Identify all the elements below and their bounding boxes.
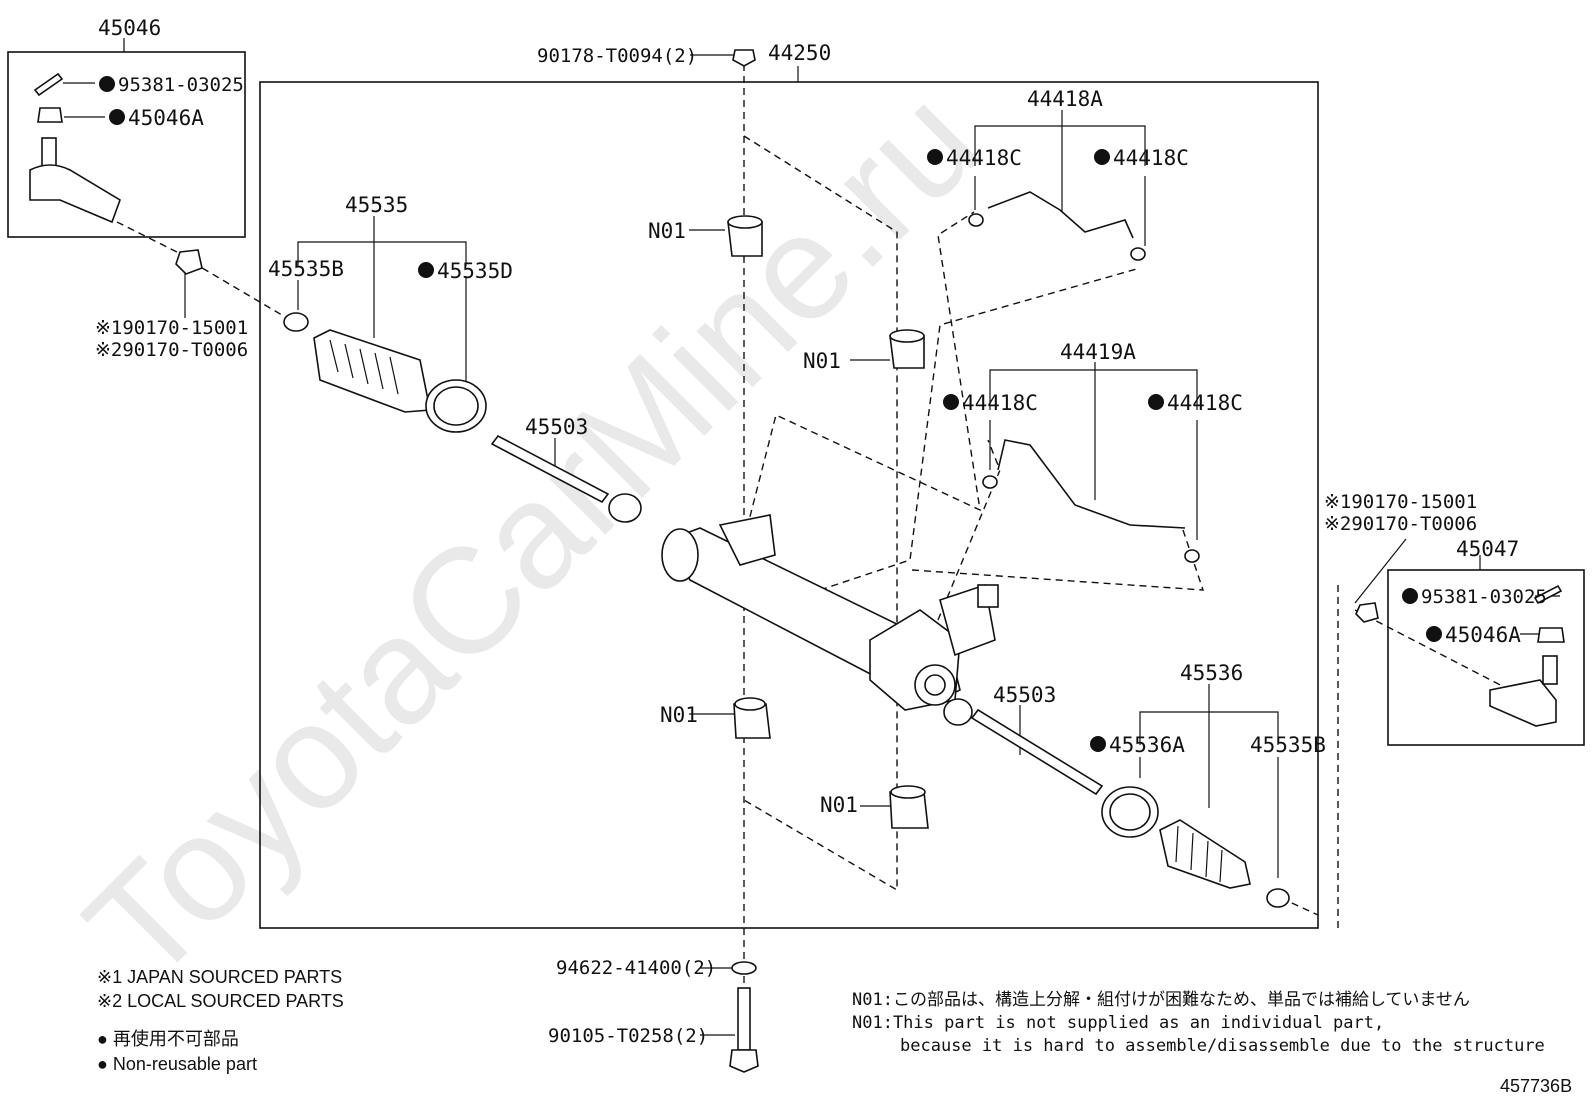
label-44418A: 44418A [1027,87,1103,111]
non-reusable-dot [927,149,943,165]
nut-right-icon [1355,602,1379,623]
label-45535D: 45535D [437,259,513,283]
nut-left-icon [175,249,203,275]
label-290170-left: ※290170-T0006 [95,339,248,361]
non-reusable-dot [943,394,959,410]
bushing-n01-a-icon [727,215,763,257]
tie-rod-45503-left-icon [490,434,642,523]
tie-rod-end-box-left [7,51,246,238]
bushing-n01-c-icon [733,697,771,739]
non-reusable-dot [1148,394,1164,410]
label-n01-a: N01 [648,219,686,243]
note-n01-en-1: N01:This part is not supplied as an indi… [852,1013,1384,1033]
label-45503-left: 45503 [525,415,588,439]
label-95381-right: 95381-03025 [1421,586,1547,608]
note-non-reusable-jp: ● 再使用不可部品 [97,1029,239,1049]
label-45046A-left: 45046A [128,106,204,130]
label-190170-right: ※190170-15001 [1324,491,1477,513]
label-45536: 45536 [1180,661,1243,685]
diagram-id: 457736B [1500,1076,1572,1096]
non-reusable-dot [1094,149,1110,165]
non-reusable-dot [109,109,125,125]
label-94622: 94622-41400(2) [556,957,716,979]
label-290170-right: ※290170-T0006 [1324,513,1477,535]
bolt-90178-icon [732,49,756,67]
tie-rod-end-left-icon [29,72,121,224]
label-45535B-left: 45535B [268,257,344,281]
assembly-frame [259,81,1319,929]
steering-rack-housing-icon [661,514,999,711]
leader-lines [63,38,1560,1036]
band-45536A-right-icon [1101,786,1159,838]
note-n01-en-2: because it is hard to assemble/disassemb… [900,1036,1545,1056]
tie-rod-end-box-right [1387,569,1585,746]
note-n01-jp: N01:この部品は、構造上分解・組付けが困難なため、単品では補給していません [852,990,1470,1010]
washer-94622-icon [731,961,757,975]
tube-44419A-icon [982,439,1200,563]
note-non-reusable-en: ● Non-reusable part [97,1054,257,1074]
tie-rod-end-right-icon [1489,584,1565,727]
bushing-n01-b-icon [889,329,925,369]
clamp-45535B-right-icon [1266,888,1290,908]
label-45503-right: 45503 [993,683,1056,707]
non-reusable-dot [1402,588,1418,604]
label-n01-c: N01 [660,703,698,727]
boot-45535-left-icon [313,329,431,413]
tube-44418A-icon [968,191,1146,261]
watermark: ToyotaCarMine.ru [54,57,1010,1013]
label-44419A: 44419A [1060,340,1136,364]
note-japan-sourced: ※1 JAPAN SOURCED PARTS [97,967,342,987]
label-45536A: 45536A [1109,733,1185,757]
label-190170-left: ※190170-15001 [95,317,248,339]
boot-45536-right-icon [1159,819,1251,889]
label-44418C-b: 44418C [1113,146,1189,170]
label-45535B-right: 45535B [1250,733,1326,757]
label-45046: 45046 [98,16,161,40]
bushing-n01-d-icon [889,785,929,829]
label-90178: 90178-T0094(2) [537,45,697,67]
label-44250: 44250 [768,41,831,65]
label-44418C-d: 44418C [1167,391,1243,415]
label-44418C-c: 44418C [962,391,1038,415]
non-reusable-dot [1426,626,1442,642]
label-90105: 90105-T0258(2) [548,1025,708,1047]
note-local-sourced: ※2 LOCAL SOURCED PARTS [97,991,344,1011]
band-45535D-left-icon [425,379,487,433]
tie-rod-45503-right-icon [943,698,1104,796]
non-reusable-dot [418,262,434,278]
bolt-90105-icon [729,987,759,1073]
clamp-45535B-left-icon [283,312,309,332]
label-95381-left: 95381-03025 [118,74,244,96]
label-44418C-a: 44418C [946,146,1022,170]
label-45046A-right: 45046A [1445,623,1521,647]
label-n01-b: N01 [803,349,841,373]
label-45047: 45047 [1456,537,1519,561]
label-45535: 45535 [345,193,408,217]
non-reusable-dot [99,76,115,92]
label-n01-d: N01 [820,793,858,817]
non-reusable-dot [1090,736,1106,752]
